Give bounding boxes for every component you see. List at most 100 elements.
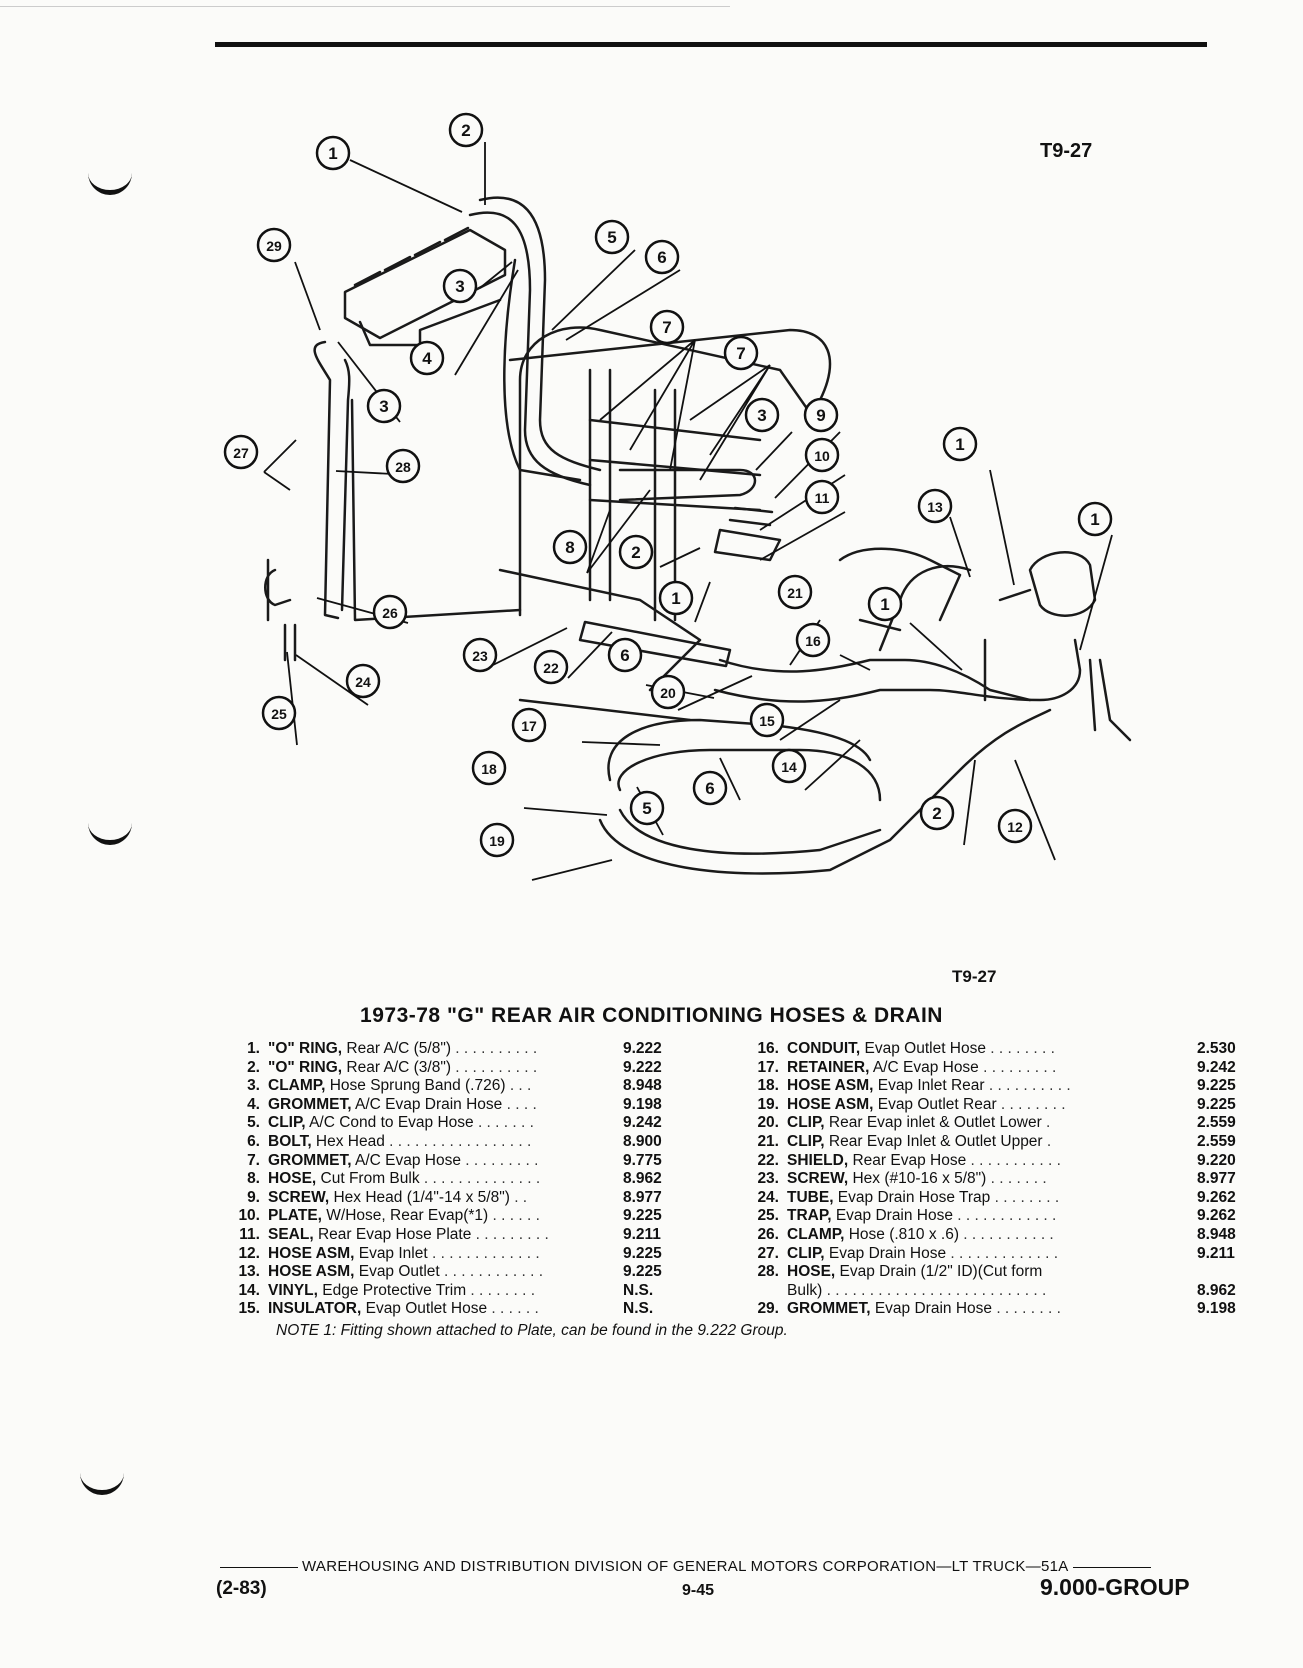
part-number: 2. [247,1058,260,1076]
callout-3: 3 [442,268,478,304]
part-description: GROMMET, Evap Drain Hose . . . . . . . . [787,1300,1197,1319]
leader-dots: . . . . . . . . . . . . . . . . . . . . … [822,1281,1047,1299]
callout-22: 22 [533,649,569,685]
part-number: 14. [238,1281,260,1299]
callout-label: 3 [757,406,766,425]
callout-circle [692,770,728,806]
group-reference: 8.962 [623,1170,662,1188]
callout-3: 3 [744,397,780,433]
part-name: TRAP, [787,1207,832,1225]
parts-row: 25.TRAP, Evap Drain Hose . . . . . . . .… [733,1207,1257,1226]
callout-label: 4 [422,349,432,368]
leader-dots: . . . . . . . . . [460,1151,539,1169]
part-description: HOSE ASM, Evap Inlet Rear . . . . . . . … [787,1077,1197,1096]
parts-row: 4.GROMMET, A/C Evap Drain Hose . . . .9.… [214,1096,693,1115]
callout-1: 1 [315,135,351,171]
part-description: CLIP, Rear Evap Inlet & Outlet Upper . [787,1133,1197,1152]
part-number: 7. [247,1151,260,1169]
part-description: SEAL, Rear Evap Hose Plate . . . . . . .… [268,1226,623,1245]
callout-label: 3 [455,277,464,296]
leader-dots: . . . . . . . . . . . [966,1151,1061,1169]
part-description: CLIP, Evap Drain Hose . . . . . . . . . … [787,1245,1197,1264]
top-faint-line [0,6,730,7]
part-number: 19. [757,1095,779,1113]
callout-23: 23 [462,637,498,673]
callout-label: 17 [521,718,537,734]
callout-25: 25 [261,695,297,731]
part-number: 25. [757,1207,779,1225]
callout-label: 21 [787,585,803,601]
group-reference: 9.775 [623,1151,662,1169]
callout-1: 1 [867,586,903,622]
footer-group: 9.000-GROUP [1040,1574,1190,1600]
leader-dots: . . . . [502,1095,537,1113]
callout-label: 7 [736,344,745,363]
callout-label: 12 [1007,819,1023,835]
callout-label: 3 [379,397,388,416]
callout-circle [462,637,498,673]
callout-6: 6 [644,239,680,275]
part-detail: Hose Sprung Band (.726) [325,1077,506,1095]
diagram-linework [264,196,1132,875]
part-number [733,1282,787,1301]
callout-21: 21 [777,574,813,610]
callout-circle [442,268,478,304]
callout-circle [533,649,569,685]
callout-label: 6 [705,779,714,798]
part-detail: Evap Drain Hose Trap [833,1188,991,1206]
part-number: 15. [238,1300,260,1318]
parts-row: 13.HOSE ASM, Evap Outlet . . . . . . . .… [214,1263,693,1282]
part-number: 28. [757,1263,779,1281]
leader-dots: . . . . . . [488,1207,540,1225]
leader-dots: . . [509,1188,528,1206]
callout-6: 6 [607,637,643,673]
callout-2: 2 [448,112,484,148]
group-reference: 9.262 [1197,1188,1236,1206]
footer-date: (2-83) [216,1578,267,1599]
part-number: 29. [757,1300,779,1318]
callout-label: 5 [607,228,616,247]
group-reference: 9.225 [623,1244,662,1262]
part-number: 21. [757,1132,779,1150]
callout-14: 14 [771,748,807,784]
group-reference: 9.225 [623,1207,662,1225]
parts-row: 20.CLIP, Rear Evap inlet & Outlet Lower … [733,1114,1257,1133]
leader-dots: . . . . . . . . . . [451,1058,538,1076]
callout-circle [471,750,507,786]
group-reference: N.S. [623,1281,654,1299]
part-number: 1. [247,1040,260,1057]
part-detail: Rear Evap Hose Plate [313,1225,472,1243]
callout-circle [618,534,654,570]
leader-dots: . . . . . . . . . . . . [439,1263,544,1281]
group-reference: 9.211 [1197,1244,1235,1262]
part-number: 9. [247,1188,260,1206]
part-number: 20. [757,1114,779,1132]
part-description: HOSE ASM, Evap Outlet . . . . . . . . . … [268,1263,623,1282]
leader-dots: . . . [505,1077,532,1095]
part-name: HOSE, [268,1170,317,1188]
parts-row: 2."O" RING, Rear A/C (3/8") . . . . . . … [214,1059,693,1078]
part-description: HOSE ASM, Evap Inlet . . . . . . . . . .… [268,1245,623,1264]
callout-label: 9 [816,406,825,425]
parts-row: 9.SCREW, Hex Head (1/4"-14 x 5/8") . .8.… [214,1189,693,1208]
leader-dots: . . . . . . . . . [471,1225,549,1243]
group-reference: 9.222 [623,1058,662,1076]
group-reference: 9.225 [623,1263,662,1281]
part-detail: Bulk) [787,1281,823,1299]
callout-circle [917,488,953,524]
part-name: RETAINER, [787,1058,870,1076]
part-detail: A/C Evap Hose [351,1151,461,1169]
callout-circle [649,309,685,345]
part-name: PLATE, [268,1207,322,1225]
parts-row: 22.SHIELD, Rear Evap Hose . . . . . . . … [733,1152,1257,1171]
callout-circle [607,637,643,673]
callout-label: 15 [759,713,775,729]
part-name: HOSE ASM, [268,1244,355,1262]
part-name: "O" RING, [268,1058,343,1076]
callout-label: 27 [233,445,249,461]
part-description: HOSE ASM, Evap Outlet Rear . . . . . . .… [787,1096,1197,1115]
callout-6: 6 [692,770,728,806]
leader-dots: . . . . . . . . . . . . . . [419,1170,541,1188]
part-name: CLIP, [787,1244,825,1262]
